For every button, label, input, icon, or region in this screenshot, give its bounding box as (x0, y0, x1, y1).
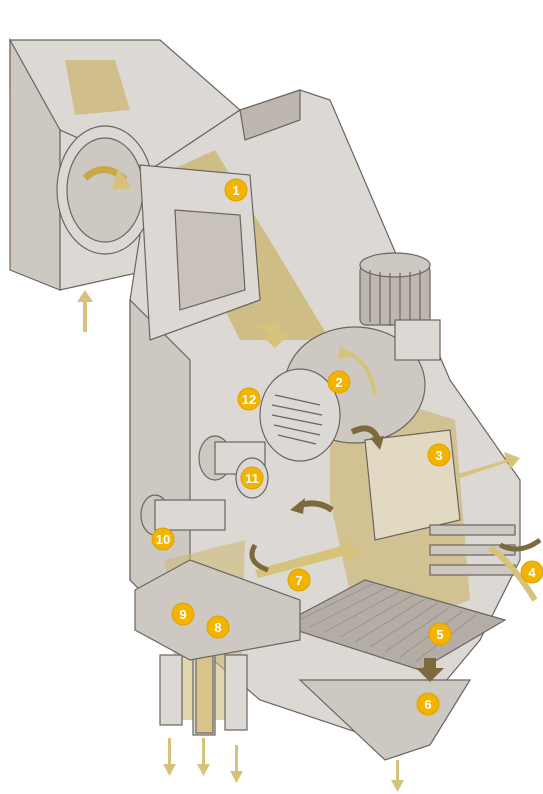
exhaust-arrow-icon (458, 452, 520, 478)
callout-badge-2: 2 (327, 370, 351, 394)
callout-badge-1: 1 (224, 178, 248, 202)
callout-circle (287, 568, 311, 592)
callout-number: 5 (436, 627, 443, 642)
inlet-arrow-icon (77, 290, 93, 332)
callout-circle (171, 602, 195, 626)
callout-badge-11: 11 (240, 466, 264, 490)
callout-circle (428, 622, 452, 646)
callout-badge-9: 9 (171, 602, 195, 626)
air-baffles (429, 524, 516, 576)
callout-number: 7 (295, 573, 302, 588)
callout-circle (427, 443, 451, 467)
callout-circle (206, 615, 230, 639)
callout-badge-12: 12 (237, 387, 261, 411)
air-intake-arrow-icon (488, 545, 538, 602)
callout-number: 8 (214, 620, 221, 635)
inspection-window (139, 164, 261, 341)
callout-number: 12 (242, 392, 256, 407)
callout-number: 11 (245, 471, 259, 486)
callout-circle (151, 527, 175, 551)
callout-circle (327, 370, 351, 394)
callout-badge-8: 8 (206, 615, 230, 639)
callout-circle (520, 560, 543, 584)
callout-number: 4 (528, 565, 536, 580)
callout-circle (224, 178, 248, 202)
feed-down-arrow-icon (258, 322, 290, 348)
callout-badge-5: 5 (428, 622, 452, 646)
callout-number: 2 (335, 375, 342, 390)
outlet-arrow-1-icon (163, 738, 176, 776)
callout-badge-7: 7 (287, 568, 311, 592)
callout-number: 1 (232, 183, 239, 198)
discharge-arrow-icon (416, 658, 444, 682)
feed-drum (56, 125, 154, 255)
callout-circle (416, 692, 440, 716)
callout-badge-6: 6 (416, 692, 440, 716)
callout-circle (240, 466, 264, 490)
callout-number: 10 (156, 532, 170, 547)
outlet-arrow-2-icon (197, 738, 210, 776)
callout-badge-4: 4 (520, 560, 543, 584)
base-tray (134, 559, 301, 661)
outlet-arrow-4-icon (391, 760, 404, 792)
callout-badge-10: 10 (151, 527, 175, 551)
outlet-arrow-3-icon (230, 745, 243, 783)
fan-grille (271, 394, 323, 445)
outlet-tubes (159, 654, 248, 736)
flow-arrows (77, 290, 542, 792)
callout-number: 3 (435, 448, 442, 463)
callout-circle (237, 387, 261, 411)
callout-badge-3: 3 (427, 443, 451, 467)
callout-number: 9 (179, 607, 186, 622)
motor-fins (369, 270, 421, 326)
callout-number: 6 (424, 697, 431, 712)
fan-housing (259, 326, 426, 462)
motor (359, 252, 441, 361)
